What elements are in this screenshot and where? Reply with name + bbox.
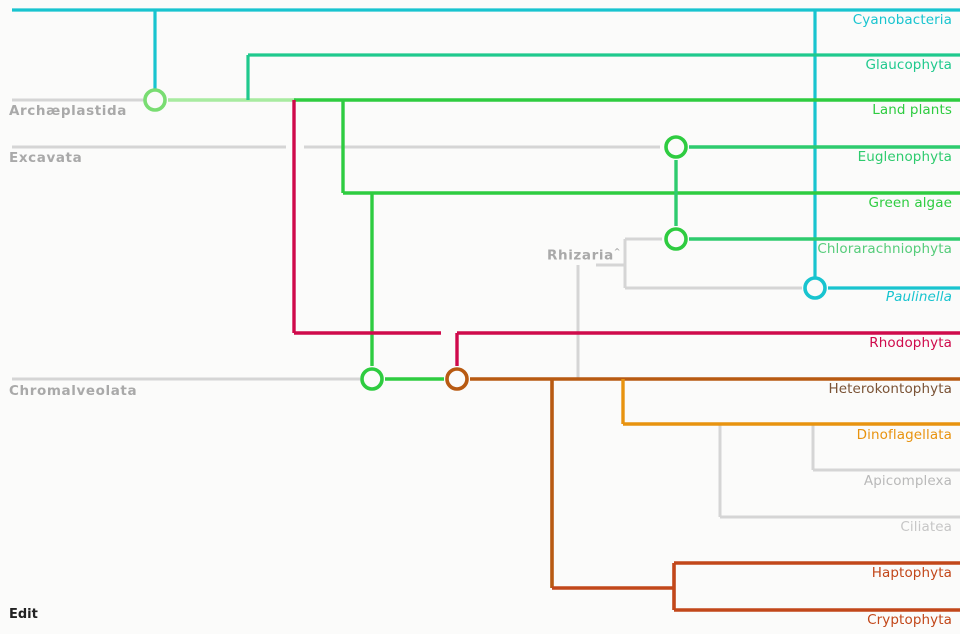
green-branches <box>294 98 960 366</box>
tip-label-glaucophyta: Glaucophyta <box>865 57 952 73</box>
glaucophyta-branches <box>246 53 960 100</box>
group-label-excavata: Excavata <box>9 150 83 166</box>
group-label-archaeplastida: Archæplastida <box>9 103 127 119</box>
tip-label-cryptophyta: Cryptophyta <box>867 612 952 628</box>
tip-label-rhodophyta: Rhodophyta <box>869 335 952 351</box>
secondary-green-branches <box>674 145 960 241</box>
endosymbiosis-nodes <box>143 88 827 391</box>
dinoflagellata-branches <box>621 379 960 426</box>
node-paulinella[interactable] <box>803 276 827 300</box>
edit-link[interactable]: Edit <box>9 607 38 622</box>
group-label-rhizaria-superscript: ^ <box>613 247 621 256</box>
group-label-rhizaria: Rhizaria^ <box>547 248 621 263</box>
group-label-rhizaria-text: Rhizaria <box>547 247 614 264</box>
tip-label-land-plants: Land plants <box>872 102 952 118</box>
node-chlorarachniophyta[interactable] <box>664 227 688 251</box>
node-archaeplastida-origin[interactable] <box>143 88 167 112</box>
tip-label-haptophyta: Haptophyta <box>871 565 952 581</box>
node-chromalveolata-brown[interactable] <box>445 367 469 391</box>
tip-label-green-algae: Green algae <box>868 195 952 211</box>
grey-group-lines <box>12 98 960 519</box>
node-chromalveolata-green[interactable] <box>360 367 384 391</box>
group-label-chromalveolata: Chromalveolata <box>9 383 138 399</box>
tip-label-heterokontophyta: Heterokontophyta <box>828 381 952 397</box>
rhodophyta-branches <box>292 100 960 366</box>
tip-label-cyanobacteria: Cyanobacteria <box>852 12 952 28</box>
hapto-crypto-branches <box>552 561 960 612</box>
node-euglenophyta[interactable] <box>664 135 688 159</box>
tip-label-euglenophyta: Euglenophyta <box>857 149 952 165</box>
tip-label-ciliatea: Ciliatea <box>900 519 952 535</box>
tip-label-dinoflagellata: Dinoflagellata <box>856 427 952 443</box>
brown-branches <box>470 377 960 588</box>
tip-label-apicomplexa: Apicomplexa <box>863 473 952 489</box>
tip-label-chlorarachniophyta: Chlorarachniophyta <box>817 241 952 257</box>
tip-label-paulinella: Paulinella <box>885 289 952 305</box>
